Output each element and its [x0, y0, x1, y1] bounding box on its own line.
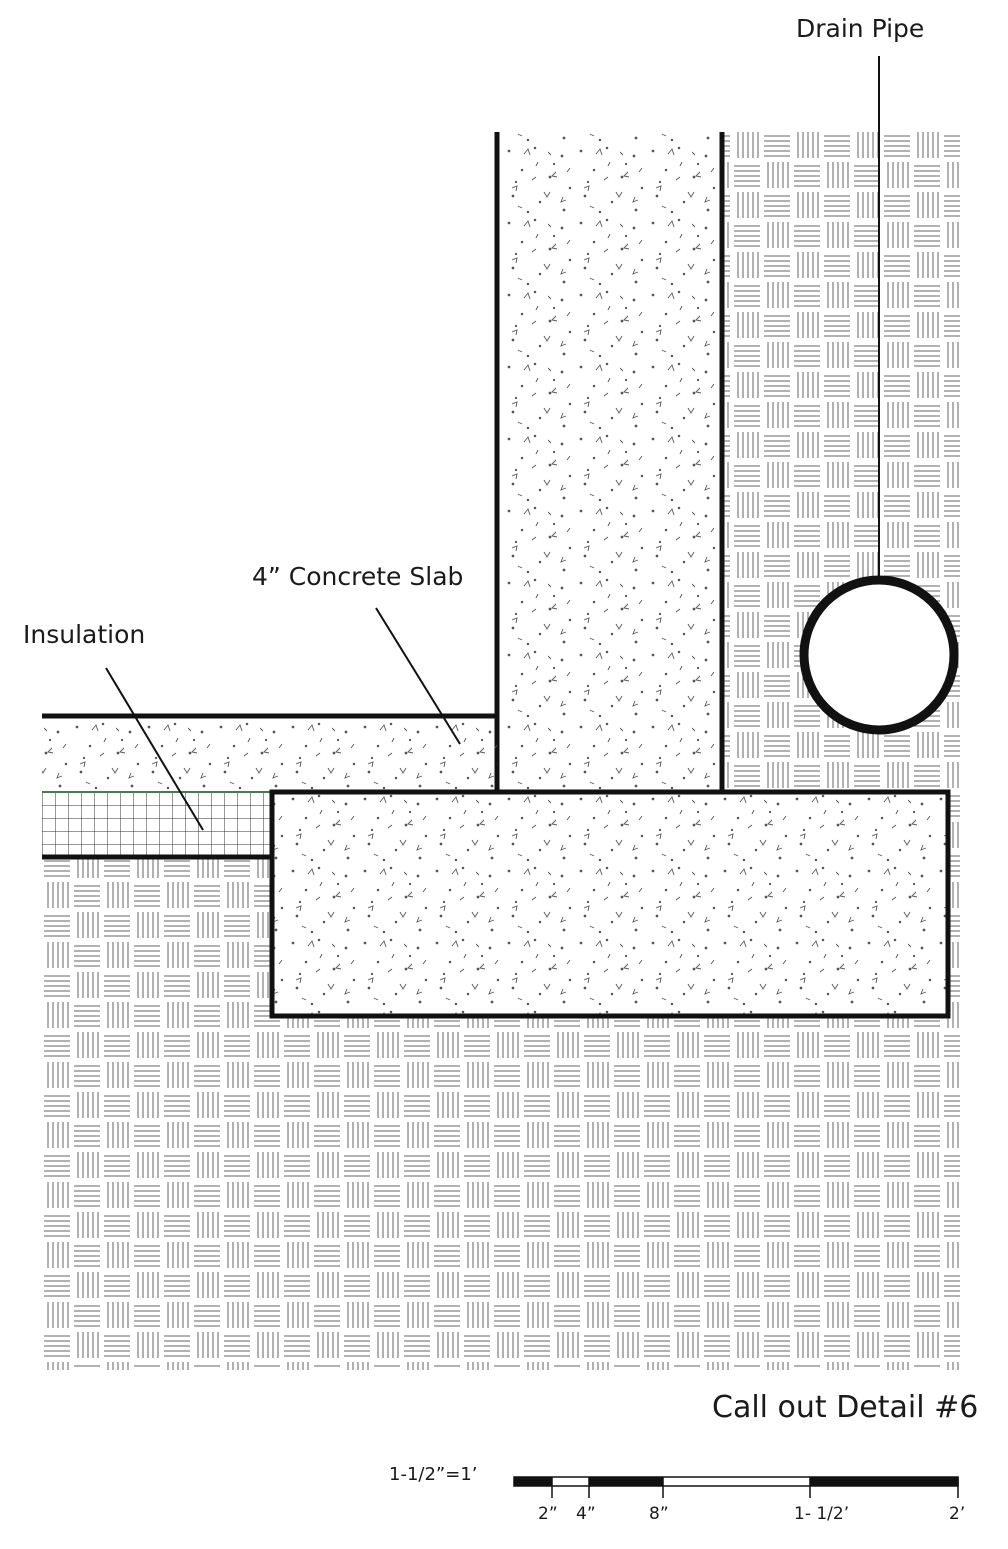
scale-bar — [513, 1476, 959, 1498]
drain-pipe — [799, 575, 959, 735]
detail-title: Call out Detail #6 — [712, 1390, 979, 1425]
concrete-slab-leader — [375, 607, 461, 745]
drain-pipe-label: Drain Pipe — [796, 14, 925, 43]
scale-tick-label: 1- 1/2’ — [794, 1504, 850, 1524]
earth-under-insulation — [42, 857, 272, 1016]
foundation-wall — [497, 132, 722, 792]
footing — [269, 789, 951, 1019]
earth-right-of-footing — [948, 792, 960, 1016]
scale-tick-label: 8” — [649, 1504, 669, 1524]
insulation-leader — [105, 667, 204, 831]
scale-ratio-label: 1-1/2”=1’ — [389, 1464, 478, 1485]
insulation-label: Insulation — [23, 620, 146, 649]
insulation-layer — [42, 792, 272, 857]
concrete-slab — [42, 716, 497, 792]
scale-tick-label: 4” — [576, 1504, 596, 1524]
scale-tick-label: 2’ — [949, 1504, 966, 1524]
earth-below-footing — [42, 1016, 960, 1370]
scale-tick-label: 2” — [538, 1504, 558, 1524]
concrete-slab-label: 4” Concrete Slab — [252, 562, 464, 591]
